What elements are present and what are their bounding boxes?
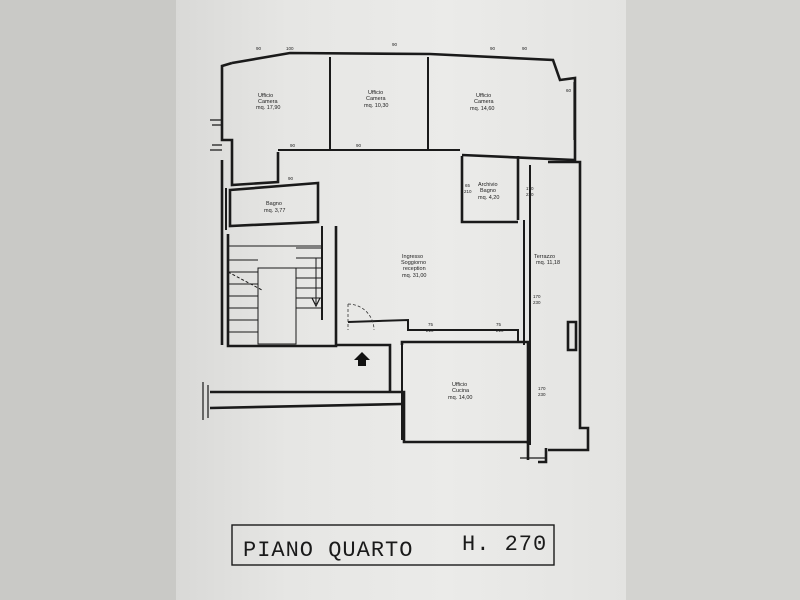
room-terrazzo: Terrazzo mq. 11,18 — [534, 254, 560, 266]
room-area: mq. 10,30 — [364, 103, 388, 109]
room-subname: Camera — [258, 99, 279, 105]
door-swing — [347, 303, 375, 331]
room-area: mq. 3,77 — [264, 208, 285, 214]
room-area: mq. 14,00 — [448, 395, 472, 401]
dimension-label: 60 — [566, 88, 572, 93]
dimension-label: 210 — [464, 189, 472, 194]
room-archivio: Archivio Bagno mq. 4,20 — [478, 182, 499, 201]
dimension-label: 210 — [496, 328, 504, 333]
dimension-label: 170 — [538, 386, 546, 391]
floor-title: PIANO QUARTO — [243, 538, 413, 563]
room-subname: Bagno — [480, 188, 496, 194]
room-ufficio-1: Ufficio Camera mq. 17,90 — [256, 93, 280, 111]
room-area: mq. 11,18 — [536, 260, 560, 266]
room-area: mq. 14,60 — [470, 106, 494, 112]
dimension-label: 210 — [426, 328, 434, 333]
room-subname: Soggiorno — [401, 260, 426, 266]
room-name: Terrazzo — [534, 254, 555, 260]
dimension-label: 90 — [490, 46, 496, 51]
room-area: mq. 31,00 — [402, 273, 426, 279]
room-extra: reception — [403, 266, 426, 272]
room-name: Ingresso — [402, 254, 423, 260]
room-cucina: Ufficio Cucina mq. 14,00 — [448, 382, 472, 401]
door-dimensions: 90 100 90 90 90 60 90 90 90 65 210 170 2… — [256, 42, 572, 397]
background-left — [0, 0, 176, 600]
wall-marks — [202, 82, 575, 459]
paper-sheet — [176, 0, 626, 600]
dimension-label: 90 — [392, 42, 398, 47]
floor-height: H. 270 — [462, 532, 547, 557]
dimension-label: 65 — [465, 183, 471, 188]
room-name: Ufficio — [476, 93, 491, 99]
dimension-label: 170 — [526, 186, 534, 191]
room-subname: Cucina — [452, 388, 470, 394]
room-name: Ufficio — [452, 382, 467, 388]
room-subname: Camera — [366, 96, 387, 102]
background-right — [626, 0, 800, 600]
dimension-label: 90 — [522, 46, 528, 51]
dimension-label: 230 — [538, 392, 546, 397]
dimension-label: 75 — [496, 322, 502, 327]
dimension-label: 230 — [526, 192, 534, 197]
stairs — [227, 245, 322, 345]
room-ingresso: Ingresso Soggiorno reception mq. 31,00 — [401, 254, 426, 279]
dimension-label: 90 — [256, 46, 262, 51]
room-name: Archivio — [478, 182, 498, 188]
dimension-label: 100 — [286, 46, 294, 51]
title-block: PIANO QUARTO H. 270 — [231, 524, 555, 566]
dimension-label: 75 — [428, 322, 434, 327]
room-ufficio-2: Ufficio Camera mq. 10,30 — [364, 90, 388, 109]
dimension-label: 90 — [290, 143, 296, 148]
entrance-arrow-icon — [354, 352, 370, 366]
dimension-label: 90 — [288, 176, 294, 181]
room-bagno: Bagno mq. 3,77 — [264, 201, 285, 214]
room-name: Bagno — [266, 201, 282, 207]
inner-walls — [225, 57, 531, 445]
room-name: Ufficio — [368, 90, 383, 96]
room-ufficio-3: Ufficio Camera mq. 14,60 — [470, 93, 495, 112]
dimension-label: 170 — [533, 294, 541, 299]
room-area: mq. 4,20 — [478, 195, 499, 201]
room-subname: Camera — [474, 99, 495, 105]
room-area: mq. 17,90 — [256, 105, 280, 111]
outer-walls — [209, 51, 590, 464]
dimension-label: 230 — [533, 300, 541, 305]
room-name: Ufficio — [258, 93, 273, 99]
dimension-label: 90 — [356, 143, 362, 148]
